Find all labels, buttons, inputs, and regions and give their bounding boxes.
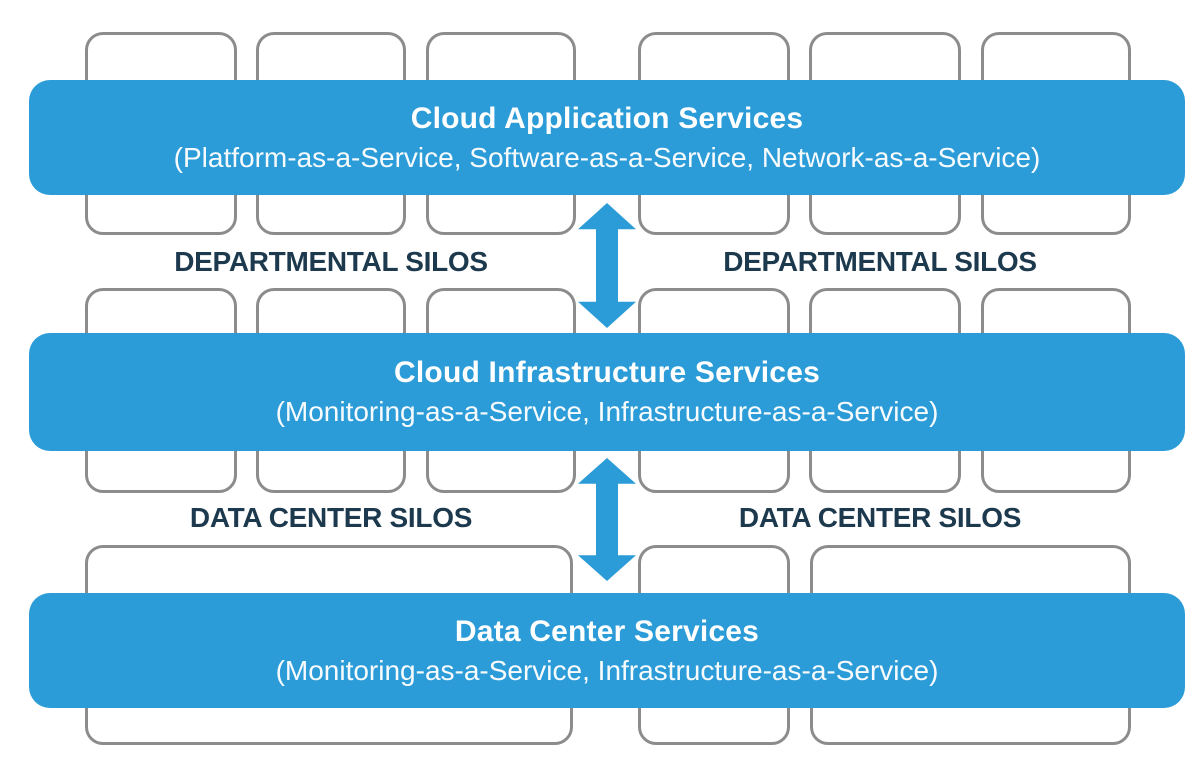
band-cloud-infrastructure-services: Cloud Infrastructure Services (Monitorin… — [29, 333, 1185, 451]
bidirectional-arrow-icon — [578, 458, 636, 581]
band-title: Data Center Services — [454, 614, 760, 648]
band-data-center-services: Data Center Services (Monitoring-as-a-Se… — [29, 593, 1185, 708]
band-cloud-application-services: Cloud Application Services (Platform-as-… — [29, 80, 1185, 195]
band-title: Cloud Infrastructure Services — [394, 356, 820, 389]
label-departmental-silos-right: DEPARTMENTAL SILOS — [723, 246, 1037, 277]
band-subtitle: (Monitoring-as-a-Service, Infrastructure… — [275, 396, 939, 427]
label-departmental-silos-left: DEPARTMENTAL SILOS — [174, 246, 488, 277]
bidirectional-arrow-icon — [578, 203, 636, 328]
band-title: Cloud Application Services — [410, 101, 804, 135]
label-data-center-silos-left: DATA CENTER SILOS — [189, 502, 473, 533]
band-subtitle: (Monitoring-as-a-Service, Infrastructure… — [275, 654, 939, 686]
band-subtitle: (Platform-as-a-Service, Software-as-a-Se… — [173, 141, 1041, 173]
label-data-center-silos-right: DATA CENTER SILOS — [738, 502, 1022, 533]
